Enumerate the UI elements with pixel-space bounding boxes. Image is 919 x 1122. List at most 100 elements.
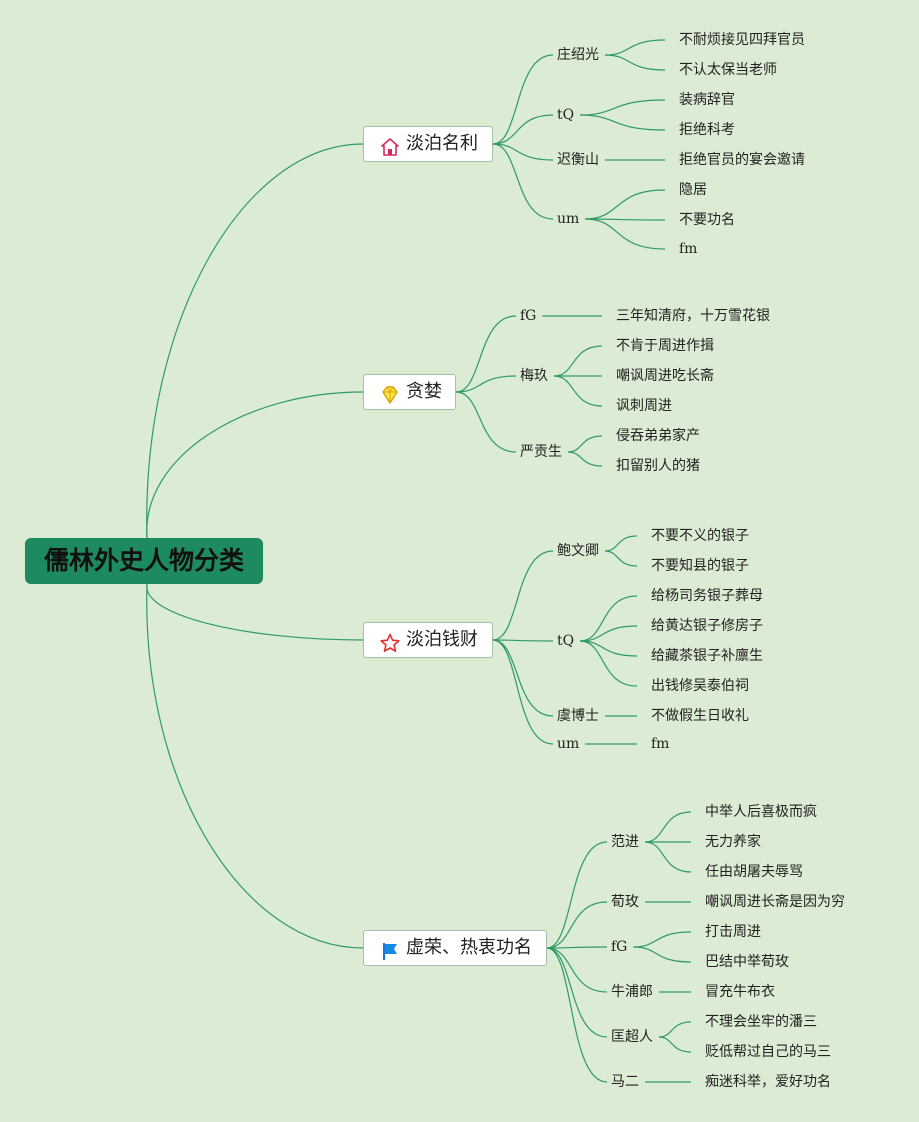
link-child-to-leaf bbox=[553, 345, 603, 377]
child-topic[interactable]: 鲍文卿 bbox=[557, 543, 599, 559]
leaf-topic[interactable]: 不做假生日收礼 bbox=[651, 708, 749, 724]
branch-label: 淡泊名利 bbox=[406, 133, 478, 154]
leaf-topic[interactable]: 不认太保当老师 bbox=[679, 62, 777, 78]
link-branch-to-child bbox=[546, 901, 608, 949]
leaf-topic[interactable]: 隐居 bbox=[679, 182, 707, 198]
child-topic[interactable]: 严贡生 bbox=[520, 444, 562, 460]
link-branch-to-child bbox=[492, 143, 554, 220]
leaf-topic[interactable]: 侵吞弟弟家产 bbox=[616, 428, 700, 444]
leaf-topic[interactable]: 中举人后喜极而疯 bbox=[705, 804, 817, 820]
flag-icon bbox=[380, 939, 400, 960]
leaf-topic[interactable]: fm bbox=[679, 241, 698, 257]
child-topic[interactable]: fG bbox=[520, 308, 537, 324]
link-child-to-leaf bbox=[604, 550, 638, 567]
leaf-topic[interactable]: 不要功名 bbox=[679, 212, 735, 228]
leaf-topic[interactable]: 给黄达银子修房子 bbox=[651, 618, 763, 634]
root-topic[interactable]: 儒林外史人物分类 bbox=[25, 538, 263, 584]
leaf-topic[interactable]: 不要不义的银子 bbox=[651, 528, 749, 544]
branch-topic[interactable]: 贪婪 bbox=[363, 374, 456, 410]
leaf-topic[interactable]: 不耐烦接见四拜官员 bbox=[679, 32, 805, 48]
link-child-to-leaf bbox=[644, 811, 692, 843]
leaf-topic[interactable]: 拒绝官员的宴会邀请 bbox=[679, 152, 805, 168]
leaf-topic[interactable]: fm bbox=[651, 736, 670, 752]
leaf-topic[interactable]: 扣留别人的猪 bbox=[616, 458, 700, 474]
link-branch-to-child bbox=[492, 114, 554, 145]
link-child-to-leaf bbox=[585, 189, 666, 220]
child-topic[interactable]: 梅玖 bbox=[520, 368, 548, 384]
branch-topic[interactable]: 淡泊钱财 bbox=[363, 622, 493, 658]
leaf-topic[interactable]: 讽刺周进 bbox=[616, 398, 672, 414]
leaf-topic[interactable]: 三年知清府，十万雪花银 bbox=[616, 308, 770, 324]
leaf-topic[interactable]: 冒充牛布衣 bbox=[705, 984, 775, 1000]
link-root-to-1 bbox=[146, 391, 364, 539]
child-topic[interactable]: 荀玫 bbox=[611, 894, 639, 910]
leaf-topic[interactable]: 任由胡屠夫辱骂 bbox=[705, 864, 803, 880]
leaf-topic[interactable]: 贬低帮过自己的马三 bbox=[705, 1044, 831, 1060]
link-child-to-leaf bbox=[633, 946, 692, 963]
leaf-topic[interactable]: 拒绝科考 bbox=[679, 122, 735, 138]
leaf-topic[interactable]: 无力养家 bbox=[705, 834, 761, 850]
child-topic[interactable]: tQ bbox=[557, 107, 575, 123]
link-child-to-leaf bbox=[604, 535, 638, 552]
leaf-topic[interactable]: 装病辞官 bbox=[679, 92, 735, 108]
link-branch-to-child bbox=[546, 947, 608, 1083]
branch-label: 虚荣、热衷功名 bbox=[406, 937, 532, 958]
link-child-to-leaf bbox=[580, 640, 638, 657]
branch-label: 淡泊钱财 bbox=[406, 629, 478, 650]
link-root-to-0 bbox=[146, 143, 364, 539]
leaf-topic[interactable]: 不要知县的银子 bbox=[651, 558, 749, 574]
leaf-topic[interactable]: 不理会坐牢的潘三 bbox=[705, 1014, 817, 1030]
link-branch-to-child bbox=[492, 639, 554, 745]
link-branch-to-child bbox=[455, 315, 517, 393]
child-topic[interactable]: fG bbox=[611, 939, 628, 955]
link-child-to-leaf bbox=[580, 640, 638, 687]
link-child-to-leaf bbox=[658, 1021, 692, 1038]
star-icon bbox=[380, 631, 400, 652]
link-branch-to-child bbox=[492, 143, 554, 161]
link-child-to-leaf bbox=[567, 435, 603, 453]
leaf-topic[interactable]: 给藏茶银子补廪生 bbox=[651, 648, 763, 664]
link-branch-to-child bbox=[492, 550, 554, 641]
link-root-to-3 bbox=[146, 583, 364, 949]
child-topic[interactable]: 匡超人 bbox=[611, 1029, 653, 1045]
child-topic[interactable]: 马二 bbox=[611, 1074, 639, 1090]
link-child-to-leaf bbox=[580, 595, 638, 642]
link-branch-to-child bbox=[492, 54, 554, 145]
leaf-topic[interactable]: 出钱修吴泰伯祠 bbox=[651, 678, 749, 694]
link-branch-to-child bbox=[492, 639, 554, 642]
link-child-to-leaf bbox=[585, 218, 666, 250]
link-child-to-leaf bbox=[633, 931, 692, 948]
link-root-to-2 bbox=[146, 583, 364, 641]
link-child-to-leaf bbox=[644, 841, 692, 873]
link-child-to-leaf bbox=[604, 39, 666, 56]
child-topic[interactable]: um bbox=[557, 211, 580, 227]
leaf-topic[interactable]: 给杨司务银子葬母 bbox=[651, 588, 763, 604]
child-topic[interactable]: 迟衡山 bbox=[557, 152, 599, 168]
leaf-topic[interactable]: 嘲讽周进长斋是因为穷 bbox=[705, 894, 845, 910]
link-child-to-leaf bbox=[580, 625, 638, 642]
branch-label: 贪婪 bbox=[406, 381, 442, 402]
child-topic[interactable]: um bbox=[557, 736, 580, 752]
leaf-topic[interactable]: 巴结中举荀玫 bbox=[705, 954, 789, 970]
child-topic[interactable]: tQ bbox=[557, 633, 575, 649]
link-branch-to-child bbox=[455, 375, 517, 393]
child-topic[interactable]: 庄绍光 bbox=[557, 47, 599, 63]
home-icon bbox=[380, 135, 400, 156]
link-branch-to-child bbox=[546, 947, 608, 993]
leaf-topic[interactable]: 打击周进 bbox=[705, 924, 761, 940]
diamond-icon bbox=[380, 383, 400, 404]
child-topic[interactable]: 虞博士 bbox=[557, 708, 599, 724]
leaf-topic[interactable]: 嘲讽周进吃长斋 bbox=[616, 368, 714, 384]
branch-topic[interactable]: 淡泊名利 bbox=[363, 126, 493, 162]
branch-topic[interactable]: 虚荣、热衷功名 bbox=[363, 930, 547, 966]
link-branch-to-child bbox=[492, 639, 554, 717]
child-topic[interactable]: 范进 bbox=[611, 834, 639, 850]
link-child-to-leaf bbox=[580, 114, 666, 131]
leaf-topic[interactable]: 不肯于周进作揖 bbox=[616, 338, 714, 354]
link-branch-to-child bbox=[455, 391, 517, 453]
leaf-topic[interactable]: 痴迷科举，爱好功名 bbox=[705, 1074, 831, 1090]
child-topic[interactable]: 牛浦郎 bbox=[611, 984, 653, 1000]
link-branch-to-child bbox=[546, 946, 608, 949]
